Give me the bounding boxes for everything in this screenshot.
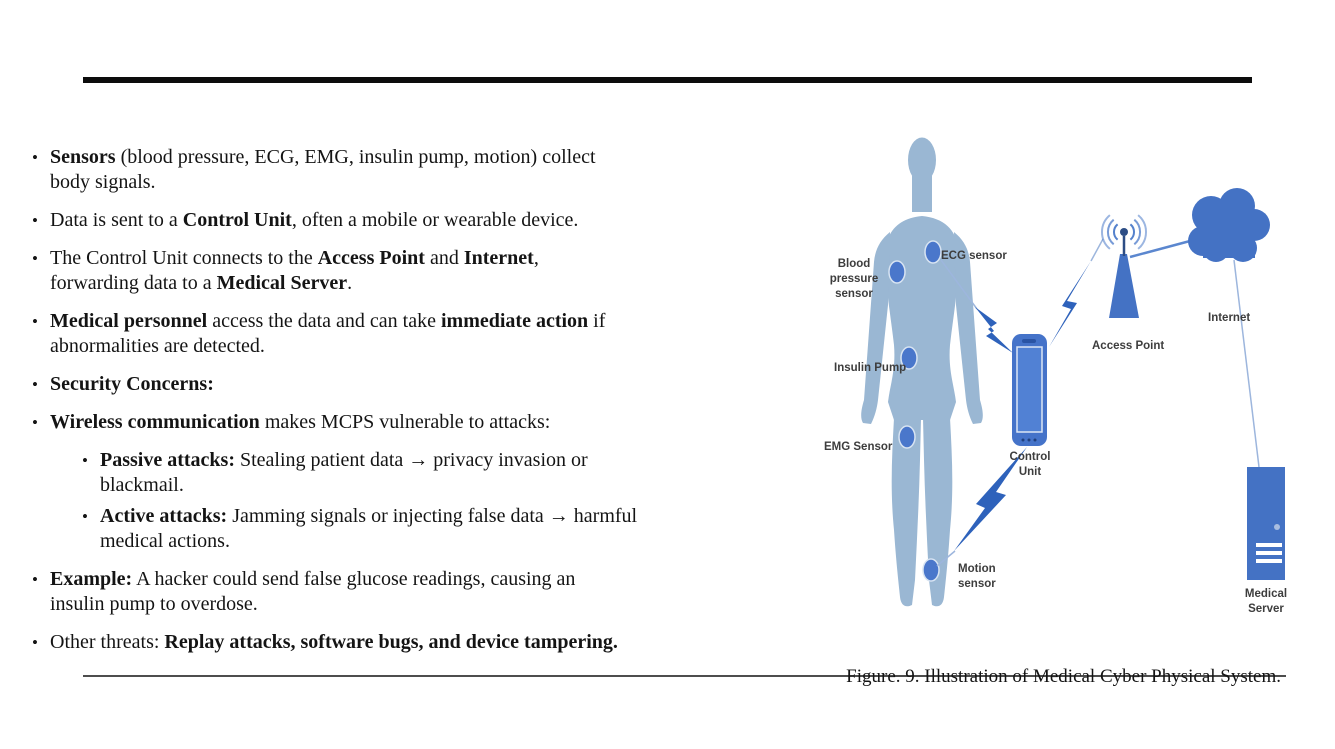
- bullet-list: Sensors (blood pressure, ECG, EMG, insul…: [30, 145, 790, 668]
- bullet-item: Example: A hacker could send false gluco…: [30, 567, 790, 617]
- bullet-item: Passive attacks: Stealing patient data →…: [80, 448, 790, 498]
- label-access-point: Access Point: [1092, 340, 1165, 352]
- blood-pressure-sensor-dot: [888, 260, 906, 284]
- internet-cloud-icon: [1188, 188, 1270, 262]
- phone-speaker: [1022, 339, 1036, 343]
- lightning-bolt-control-unit-to-access-point: [1049, 261, 1091, 347]
- mcps-diagram-graphic: [861, 137, 1285, 607]
- motion-sensor-dot: [922, 558, 940, 582]
- bullet-item: Active attacks: Jamming signals or injec…: [80, 504, 790, 554]
- label-emg-sensor: EMG Sensor: [824, 441, 893, 453]
- bullet-item: The Control Unit connects to the Access …: [30, 246, 790, 296]
- insulin-pump-dot: [900, 346, 918, 370]
- control-unit-phone: [1012, 334, 1047, 446]
- label-motion-sensor: Motion sensor: [958, 563, 996, 590]
- lightning-bolt-motion-to-control-unit: [954, 447, 1027, 551]
- bullet-item: Medical personnel access the data and ca…: [30, 309, 790, 359]
- label-control-unit: Control Unit: [1009, 451, 1051, 478]
- bullet-item: Security Concerns:: [30, 372, 790, 397]
- label-medical-server: Medical Server: [1244, 588, 1288, 615]
- bullet-item: Wireless communication makes MCPS vulner…: [30, 410, 790, 435]
- footer-rule: [83, 675, 1286, 677]
- mcps-diagram: Blood pressure sensor ECG sensor Insulin…: [800, 110, 1310, 655]
- bullet-item: Other threats: Replay attacks, software …: [30, 630, 790, 655]
- bullet-item: Data is sent to a Control Unit, often a …: [30, 208, 790, 233]
- sensor-dots: [888, 240, 942, 582]
- bullet-item: Sensors (blood pressure, ECG, EMG, insul…: [30, 145, 790, 195]
- title-divider-bar: [83, 77, 1252, 83]
- connector-motion-to-bolt: [936, 550, 956, 567]
- medical-server-icon: [1247, 467, 1285, 580]
- phone-screen: [1016, 346, 1043, 433]
- label-internet: Internet: [1208, 312, 1251, 324]
- label-blood-pressure-sensor: Blood pressure sensor: [829, 258, 879, 300]
- emg-sensor-dot: [898, 425, 916, 449]
- access-point-tower: [1100, 214, 1148, 318]
- label-insulin-pump: Insulin Pump: [834, 362, 907, 374]
- wifi-waves-icon: [1100, 214, 1148, 250]
- antenna-tip: [1120, 228, 1128, 236]
- connector-access-point-to-cloud: [1129, 239, 1191, 259]
- connector-lines: [936, 238, 1260, 567]
- lightning-bolts: [954, 261, 1091, 551]
- connector-ecg-to-bolt: [940, 259, 978, 310]
- figure-caption: Figure. 9. Illustration of Medical Cyber…: [846, 666, 1281, 687]
- label-ecg-sensor: ECG sensor: [941, 250, 1007, 262]
- server-power-button: [1274, 524, 1280, 530]
- ecg-sensor-dot: [924, 240, 942, 264]
- connector-cloud-to-server: [1233, 259, 1260, 468]
- lightning-bolt-sensors-to-control-unit: [975, 307, 1013, 353]
- connector-bolt-to-access-point: [1090, 238, 1104, 262]
